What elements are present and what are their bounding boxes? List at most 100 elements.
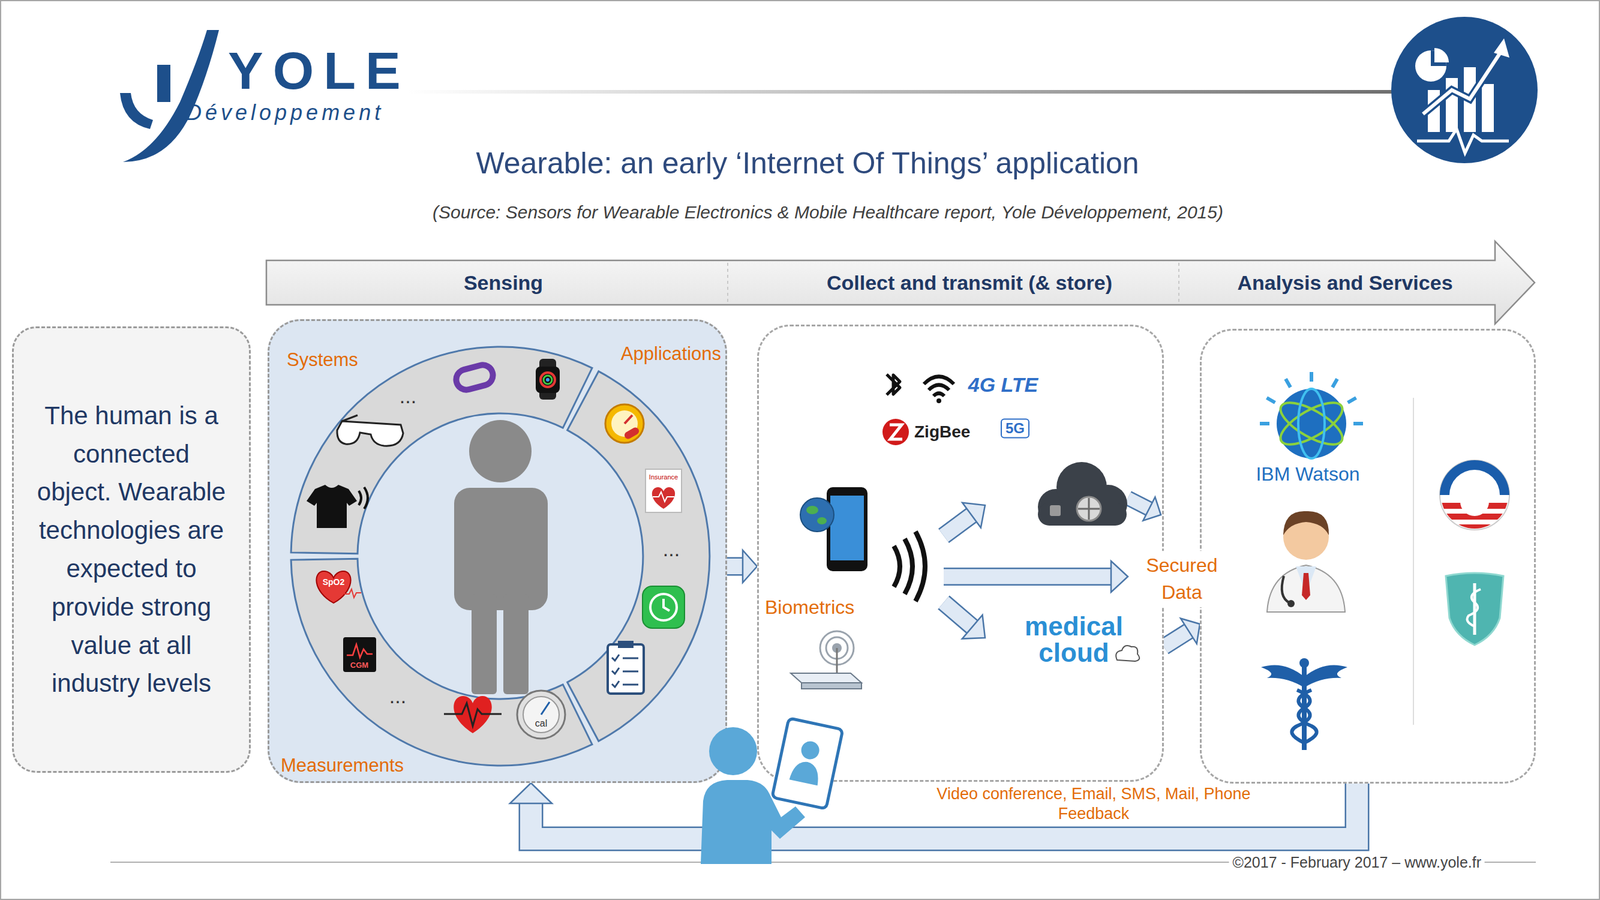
- timer-gauge-icon: [623, 425, 641, 440]
- smartwatch-icon: [535, 366, 560, 393]
- flow-arrows: [1111, 560, 1128, 593]
- activity-clock-icon: [663, 598, 670, 611]
- caduceus-icon: [1304, 664, 1348, 688]
- label: cal: [535, 718, 548, 729]
- medical-shield-icon: [1445, 572, 1504, 645]
- yole-logo-mark: [119, 29, 219, 162]
- connector-head: [1180, 618, 1200, 644]
- connector-outline: [530, 783, 1358, 839]
- checklist-icon: [611, 654, 620, 661]
- smartwatch-icon: [540, 372, 555, 387]
- label: SpO2: [322, 577, 345, 587]
- smart-shirt-icon: [306, 484, 368, 528]
- smartphone-icon: [817, 517, 827, 525]
- flow-arrows: [962, 502, 986, 528]
- collect-illustration: [757, 324, 1164, 782]
- caduceus-icon: [1297, 689, 1317, 743]
- watson-globe-icon: [1267, 397, 1276, 403]
- doctor-icon: [1301, 572, 1311, 600]
- yole-logo-mark: [157, 64, 171, 102]
- medical-shield-icon: [1467, 589, 1481, 627]
- flow-arrows: [1142, 496, 1161, 521]
- human-figure: [503, 593, 529, 695]
- smart-glasses-icon: [341, 415, 358, 422]
- smartphone-icon: [830, 495, 864, 561]
- flow-arrows: [943, 567, 1112, 586]
- connector: [1163, 618, 1200, 647]
- insurance-document-icon: [652, 487, 675, 509]
- smart-glasses-icon: [337, 415, 404, 446]
- label: 4G LTE: [968, 372, 1039, 398]
- watson-globe-icon: [1259, 421, 1270, 426]
- wifi-icon: [933, 393, 945, 397]
- doctor-icon: [1287, 599, 1295, 608]
- label: Développement: [185, 101, 384, 124]
- report-badge: [1417, 128, 1509, 153]
- node-text: Systems: [286, 348, 359, 371]
- radio-waves: [893, 531, 926, 602]
- fitness-band-icon: [454, 362, 496, 393]
- flow-arrows: [943, 515, 972, 536]
- insurance-document-icon: [652, 491, 675, 502]
- fitness-band-icon: [454, 362, 496, 393]
- watson-globe-icon: [1348, 397, 1357, 403]
- calorie-dial-icon: [517, 690, 566, 739]
- flow-arrows: [943, 515, 972, 536]
- connector-outline: [727, 557, 743, 576]
- calorie-dial-icon: [523, 696, 560, 733]
- label: ...: [399, 383, 417, 409]
- label: Secured Data: [1142, 550, 1221, 608]
- activity-clock-icon: [642, 586, 685, 629]
- small-cloud-icon: [1115, 645, 1140, 662]
- connector-outline: [1163, 631, 1189, 647]
- diagram-caption: (Source: Sensors for Wearable Electronic…: [432, 201, 1224, 224]
- checklist-icon: [607, 640, 644, 694]
- calorie-dial-icon: [541, 701, 550, 715]
- divider-line: [1412, 397, 1415, 725]
- node-text: Biometrics: [764, 595, 855, 619]
- watson-globe-icon: [1276, 388, 1347, 459]
- yole-logo-mark: [119, 92, 153, 129]
- router-icon: [836, 647, 839, 674]
- activity-clock-icon: [642, 586, 685, 629]
- secure-cloud-icon: [1049, 505, 1061, 516]
- watson-globe-icon: [1332, 379, 1338, 388]
- smartwatch-icon: [543, 375, 552, 384]
- label: CGM: [350, 661, 369, 669]
- watson-globe-icon: [1353, 421, 1364, 426]
- label: ©2017 - February 2017 – www.yole.fr: [1229, 851, 1485, 873]
- label: medical cloud: [1024, 613, 1124, 666]
- health-plan-logo: [1439, 460, 1510, 530]
- label: 5G: [1000, 418, 1030, 439]
- watson-globe-icon: [1274, 394, 1349, 453]
- wearable-ring: [567, 371, 710, 741]
- watson-globe-icon: [1285, 379, 1291, 388]
- label: ...: [662, 536, 680, 562]
- label: ...: [389, 683, 407, 709]
- connector-head: [742, 550, 758, 583]
- checklist-icon: [611, 680, 620, 687]
- radio-waves: [893, 545, 900, 587]
- medical-shield-icon: [1445, 572, 1504, 645]
- node-text: Sensing: [463, 270, 543, 296]
- health-plan-logo: [1439, 460, 1510, 495]
- health-plan-logo: [1439, 524, 1510, 531]
- human-figure: [454, 487, 548, 611]
- zigbee-icon: [882, 418, 909, 446]
- analysis-illustration: [1199, 328, 1536, 784]
- checklist-icon: [622, 670, 639, 673]
- label: ZigBee: [914, 421, 971, 443]
- stage-arrow: [727, 262, 729, 303]
- connector: [727, 550, 758, 583]
- diagram-title: Wearable: an early ‘Internet Of Things’ …: [475, 145, 1139, 182]
- oxygen-heart-icon: [344, 589, 362, 598]
- report-badge: [1423, 51, 1502, 114]
- sensing-illustration: [267, 319, 728, 783]
- report-badge: [1481, 83, 1494, 132]
- report-badge: [1434, 47, 1449, 63]
- smartphone-icon: [800, 497, 834, 532]
- flow-arrows: [962, 614, 986, 639]
- smartphone-icon: [826, 487, 868, 572]
- flow-arrows: [943, 602, 973, 627]
